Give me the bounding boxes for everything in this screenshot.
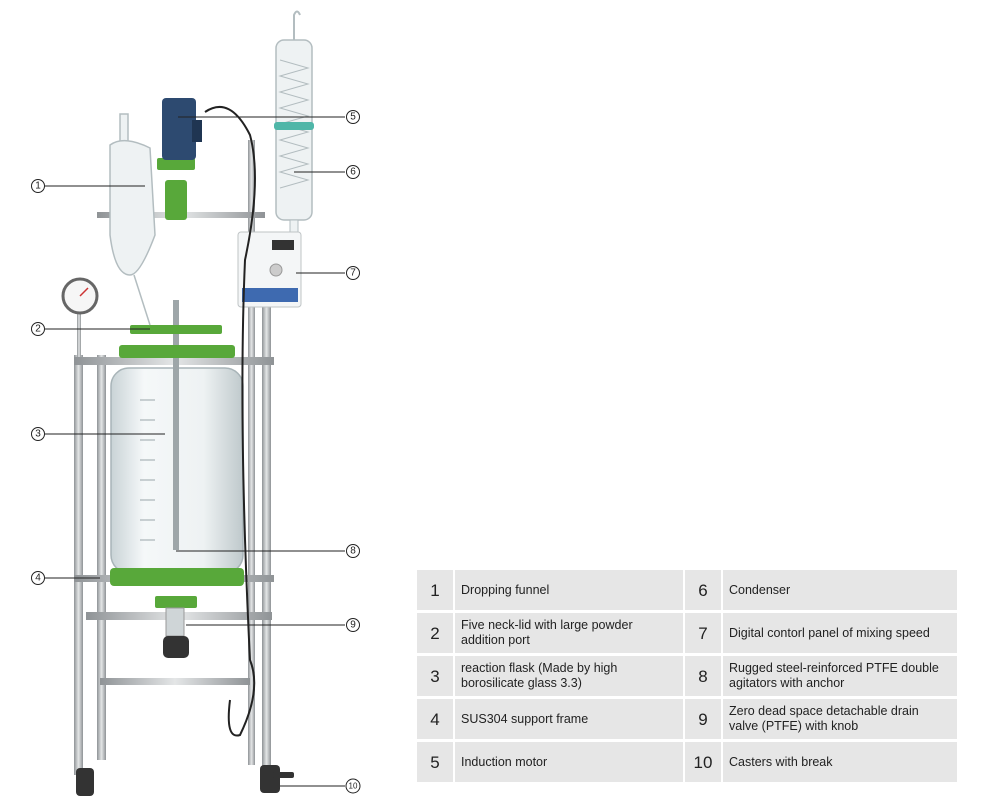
callout-marker-5: 5 [346, 110, 360, 124]
legend-label: Dropping funnel [455, 570, 683, 610]
svg-text:3: 3 [35, 429, 41, 440]
legend-number: 6 [685, 570, 721, 610]
legend-label: Zero dead space detachable drain valve (… [723, 699, 957, 739]
svg-text:10: 10 [349, 782, 358, 791]
legend-label: reaction flask (Made by high borosilicat… [455, 656, 683, 696]
svg-text:5: 5 [350, 112, 356, 123]
dropping-funnel [109, 113, 156, 326]
legend-number: 8 [685, 656, 721, 696]
callout-marker-1: 1 [31, 179, 45, 193]
leader-lines [45, 116, 345, 787]
callout-marker-9: 9 [346, 618, 360, 632]
svg-text:4: 4 [35, 573, 41, 584]
callout-marker-3: 3 [31, 427, 45, 441]
legend-number: 9 [685, 699, 721, 739]
callout-marker-10: 10 [345, 778, 361, 794]
legend-label: Condenser [723, 570, 957, 610]
legend-label: SUS304 support frame [455, 699, 683, 739]
svg-text:1: 1 [35, 181, 41, 192]
legend-label: Digital contorl panel of mixing speed [723, 613, 957, 653]
svg-text:9: 9 [350, 620, 356, 631]
pressure-gauge [61, 277, 99, 357]
legend-number: 1 [417, 570, 453, 610]
callout-marker-8: 8 [346, 544, 360, 558]
svg-text:2: 2 [35, 324, 41, 335]
legend-number: 10 [685, 742, 721, 782]
legend-number: 5 [417, 742, 453, 782]
legend-number: 7 [685, 613, 721, 653]
legend-label: Induction motor [455, 742, 683, 782]
lid-fittings [110, 158, 244, 608]
legend-number: 4 [417, 699, 453, 739]
induction-motor [162, 98, 202, 160]
power-cable [204, 106, 256, 737]
reaction-flask [110, 300, 244, 574]
parts-legend: 1 Dropping funnel 6 Condenser 2 Five nec… [417, 570, 957, 782]
callout-marker-2: 2 [31, 322, 45, 336]
condenser [274, 10, 314, 241]
legend-label: Five neck-lid with large powder addition… [455, 613, 683, 653]
legend-label: Casters with break [723, 742, 957, 782]
legend-label: Rugged steel-reinforced PTFE double agit… [723, 656, 957, 696]
svg-text:6: 6 [350, 167, 356, 178]
control-panel [237, 231, 302, 308]
drain-valve [163, 607, 189, 658]
legend-number: 2 [417, 613, 453, 653]
legend-number: 3 [417, 656, 453, 696]
svg-text:7: 7 [350, 268, 356, 279]
callout-marker-7: 7 [346, 266, 360, 280]
casters [76, 765, 294, 796]
callout-marker-6: 6 [346, 165, 360, 179]
svg-text:8: 8 [350, 546, 356, 557]
callout-marker-4: 4 [31, 571, 45, 585]
